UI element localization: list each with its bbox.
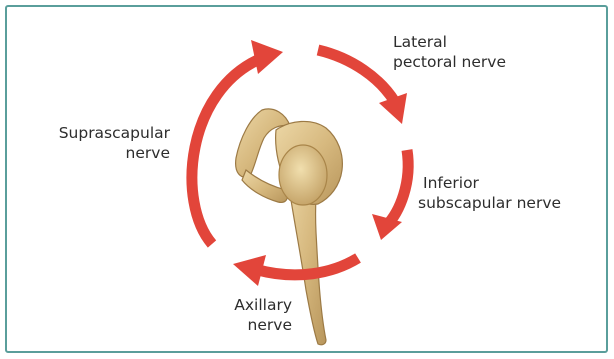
label-line: pectoral nerve [393,52,506,72]
arrow-to-axillary [386,150,408,226]
arrowhead-bottom-icon [233,255,266,286]
label-axillary-nerve: Axillary nerve [206,295,292,335]
label-line: nerve [26,143,170,163]
label-line: nerve [206,315,292,335]
label-line: subscapular nerve [418,193,561,213]
label-line: Suprascapular [26,123,170,143]
label-lateral-pectoral-nerve: Lateral pectoral nerve [393,32,506,72]
arrowhead-top-icon [251,40,283,74]
label-inferior-subscapular-nerve: Inferior subscapular nerve [418,173,561,213]
arrow-to-inferior [318,50,395,102]
label-line: Lateral [393,32,506,52]
label-line: Axillary [206,295,292,315]
label-line: Inferior [423,173,561,193]
label-suprascapular-nerve: Suprascapular nerve [26,123,170,163]
